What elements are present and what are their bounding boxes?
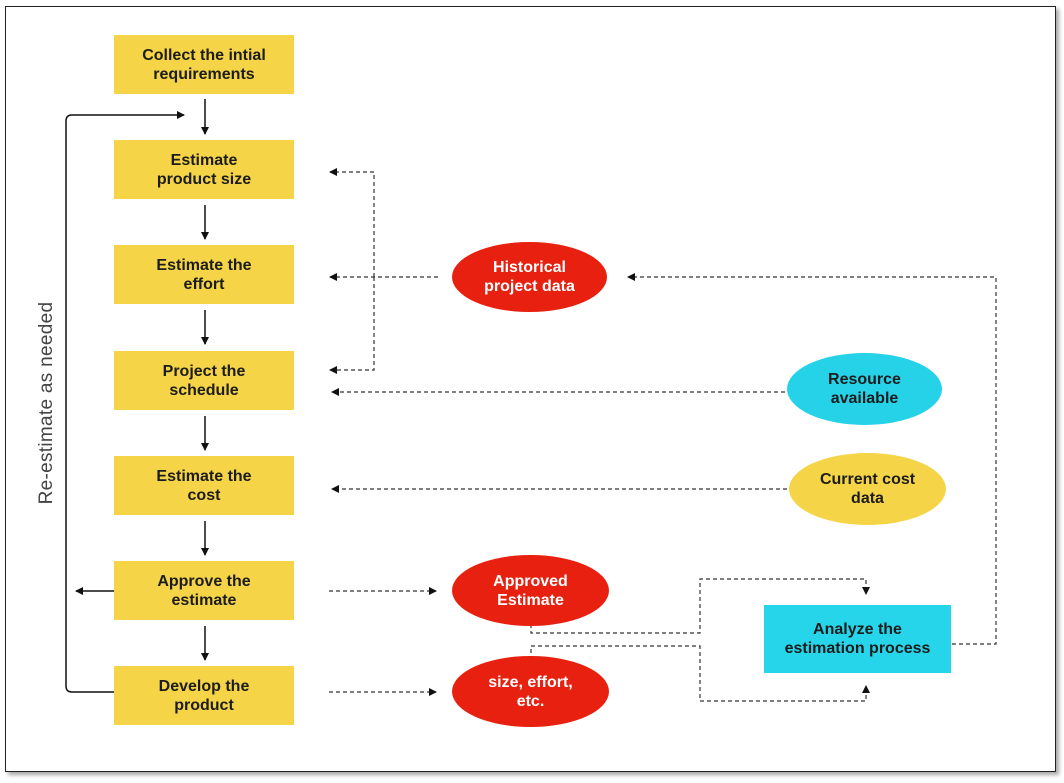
size-effort-node: size, effort, etc. — [452, 656, 609, 727]
node-label: Resource available — [828, 371, 901, 407]
analyze-label: Analyze the estimation process — [784, 621, 931, 657]
historical-to-size — [329, 168, 375, 277]
step-estimate-effort: Estimate the effort — [114, 245, 294, 304]
node-label: Current cost data — [819, 471, 916, 507]
step-label: Estimate the cost — [156, 467, 252, 504]
size-to-analyze — [530, 645, 870, 702]
approved-estimate-node: Approved Estimate — [452, 555, 609, 626]
step-label: Collect the intial requirements — [142, 46, 266, 83]
resource-available-node: Resource available — [787, 353, 942, 425]
step-collect-requirements: Collect the intial requirements — [114, 35, 294, 94]
node-label: Approved Estimate — [493, 572, 568, 609]
step-estimate-size: Estimate product size — [114, 140, 294, 199]
step-label: Estimate the effort — [156, 256, 252, 293]
step-label: Approve the estimate — [157, 572, 251, 609]
historical-data-node: Historical project data — [452, 242, 607, 312]
step-label: Develop the product — [158, 677, 250, 714]
analyze-process-box: Analyze the estimation process — [764, 605, 951, 673]
step-approve-estimate: Approve the estimate — [114, 561, 294, 620]
step-develop-product: Develop the product — [114, 666, 294, 725]
step-label: Project the schedule — [162, 362, 246, 399]
node-label: Historical project data — [484, 259, 575, 295]
step-label: Estimate product size — [156, 151, 252, 188]
step-project-schedule: Project the schedule — [114, 351, 294, 410]
re-estimate-label: Re-estimate as needed — [36, 301, 57, 505]
re-estimate-loop — [65, 111, 185, 693]
node-label: size, effort, etc. — [488, 673, 573, 710]
current-cost-node: Current cost data — [789, 453, 946, 525]
historical-to-schedule — [329, 277, 375, 374]
step-estimate-cost: Estimate the cost — [114, 456, 294, 515]
analyze-to-historical — [627, 273, 997, 645]
approved-to-analyze — [530, 578, 870, 634]
